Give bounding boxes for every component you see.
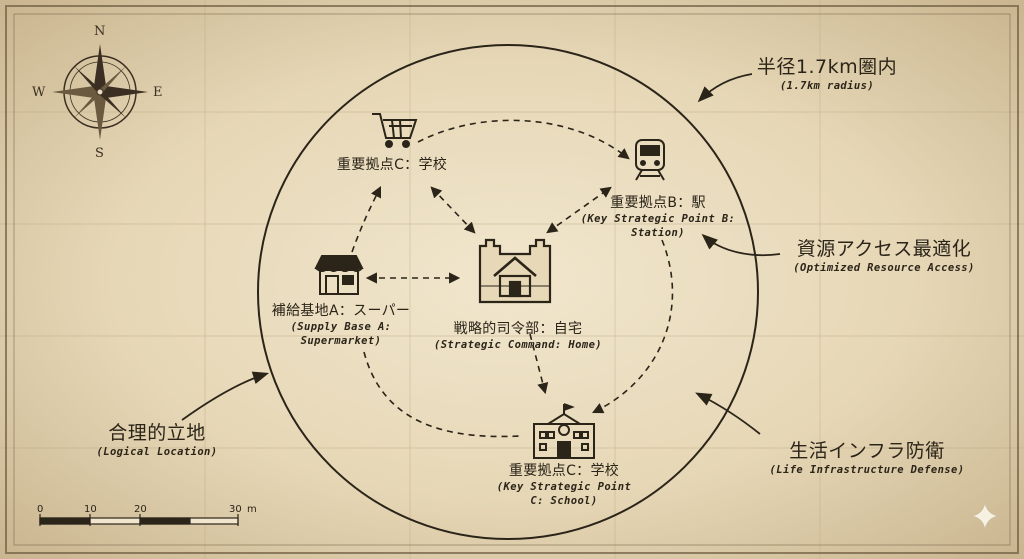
train-icon [635, 139, 665, 181]
node-station-en-2: Station) [631, 227, 685, 239]
route-cart-to-station [417, 119, 630, 160]
annotation-logical-jp: 合理的立地 [108, 422, 206, 444]
route-home-station [546, 186, 612, 234]
route-lines [351, 119, 674, 438]
compass-south: S [95, 146, 104, 161]
scale-tick-30: 30 [229, 504, 242, 515]
route-station-school [591, 239, 674, 414]
route-supply-school [363, 351, 521, 438]
compass-rose-icon [52, 44, 148, 140]
shopping-cart-icon [372, 113, 418, 148]
scale-tick-10: 10 [84, 504, 97, 515]
storefront-icon [314, 255, 364, 295]
annotation-infrastructure: 生活インフラ防衛 (Life Infrastructure Defense) [748, 436, 986, 477]
node-cart-point-label: 重要拠点C：学校 [336, 157, 448, 173]
radius-note-jp: 半径1.7km圏内 [756, 56, 898, 78]
school-icon [533, 403, 595, 459]
node-home-label: 戦略的司令部：自宅 [453, 321, 583, 337]
map-border [5, 5, 1019, 554]
scale-tick-0: 0 [37, 504, 44, 515]
compass-west: W [32, 85, 46, 100]
sparkle-icon [970, 501, 1000, 531]
node-school-en-1: (Key Strategic Point [496, 481, 632, 493]
node-home: 戦略的司令部：自宅 (Strategic Command: Home) [418, 318, 618, 352]
node-station-en-1: (Key Strategic Point B: [580, 213, 736, 225]
castle-home-icon [478, 238, 552, 304]
node-supply-base: 補給基地A：スーパー (Supply Base A: Supermarket) [266, 300, 416, 348]
route-home-school [529, 333, 549, 395]
annotation-logical: 合理的立地 (Logical Location) [82, 418, 232, 459]
node-school: 重要拠点C：学校 (Key Strategic Point C: School) [484, 460, 644, 508]
node-station-label: 重要拠点B：駅 [610, 195, 706, 211]
node-supply-base-en-2: Supermarket) [300, 335, 382, 347]
node-school-label: 重要拠点C：学校 [508, 463, 620, 479]
annotation-arrows [181, 73, 781, 435]
annotation-resource: 資源アクセス最適化 (Optimized Resource Access) [776, 234, 992, 275]
radius-note: 半径1.7km圏内 (1.7km radius) [752, 52, 902, 93]
annotation-infrastructure-en: (Life Infrastructure Defense) [769, 464, 965, 476]
annotation-infrastructure-jp: 生活インフラ防衛 [789, 440, 945, 462]
radius-circle [257, 44, 759, 540]
annotation-logical-en: (Logical Location) [96, 446, 218, 458]
scale-bar [39, 514, 239, 526]
node-school-en-2: C: School) [530, 495, 598, 507]
annotation-resource-jp: 資源アクセス最適化 [796, 238, 972, 260]
radius-note-en: (1.7km radius) [779, 80, 875, 92]
compass-north: N [94, 24, 106, 39]
scale-unit: m [247, 504, 257, 515]
node-cart-point: 重要拠点C：学校 [322, 154, 462, 174]
node-supply-base-label: 補給基地A：スーパー [271, 303, 411, 319]
route-cart-home [430, 186, 476, 234]
annotation-resource-en: (Optimized Resource Access) [793, 262, 975, 274]
node-home-en: (Strategic Command: Home) [433, 339, 603, 351]
node-station: 重要拠点B：駅 (Key Strategic Point B: Station) [578, 192, 738, 240]
compass-east: E [153, 85, 163, 100]
scale-tick-20: 20 [134, 504, 147, 515]
route-supply-cart [351, 185, 382, 253]
node-supply-base-en-1: (Supply Base A: [290, 321, 392, 333]
